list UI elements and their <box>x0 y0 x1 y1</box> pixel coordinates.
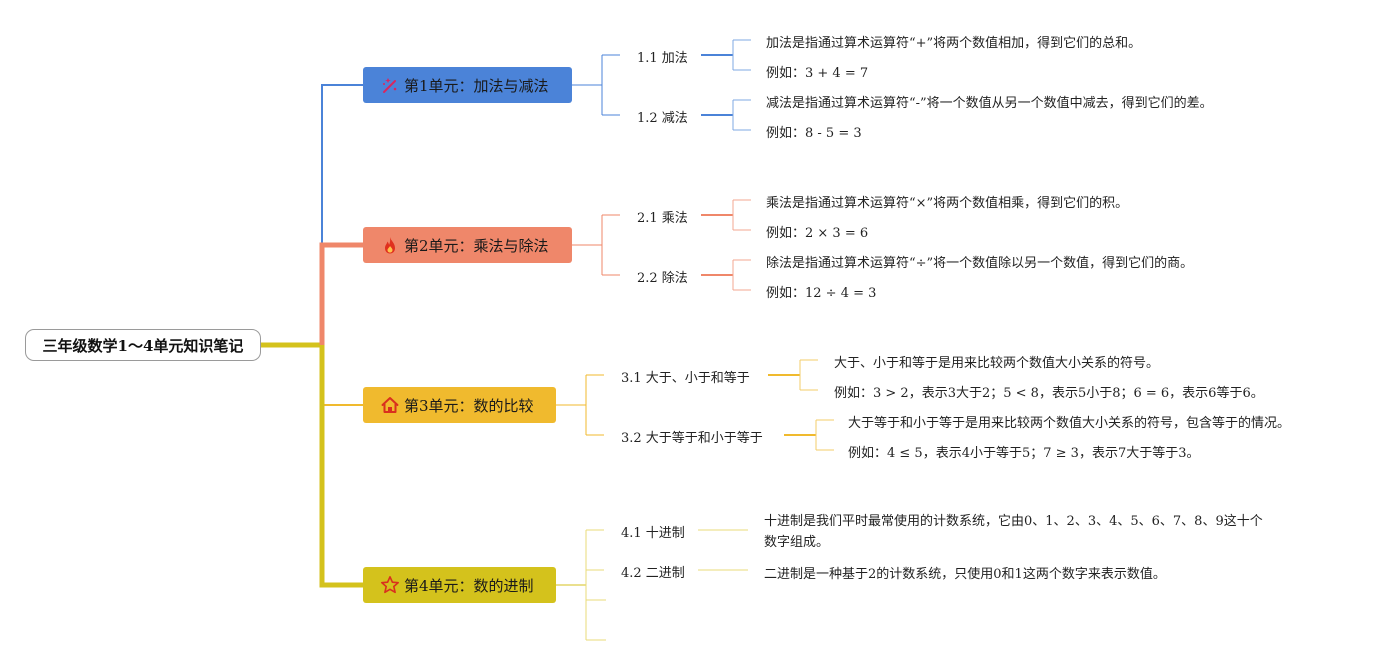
star-icon <box>380 575 400 595</box>
subtopic-2-2[interactable]: 2.2 除法 <box>637 271 688 286</box>
subtopic-1-2[interactable]: 1.2 减法 <box>637 111 688 126</box>
unit-3-title: 第3单元：数的比较 <box>404 396 534 415</box>
unit-1-title: 第1单元：加法与减法 <box>404 76 549 95</box>
unit-4-title: 第4单元：数的进制 <box>404 576 534 595</box>
subtopic-1-1[interactable]: 1.1 加法 <box>637 51 688 66</box>
unit-3-topic[interactable]: 第3单元：数的比较 <box>363 387 556 423</box>
leaf-3-1-definition[interactable]: 大于、小于和等于是用来比较两个数值大小关系的符号。 <box>834 356 1160 371</box>
root-topic[interactable]: 三年级数学1～4单元知识笔记 <box>25 329 261 361</box>
leaf-1-1-example[interactable]: 例如：3 + 4 = 7 <box>766 66 869 81</box>
unit-2-title: 第2单元：乘法与除法 <box>404 236 549 255</box>
fire-icon <box>380 235 400 255</box>
leaf-1-1-definition[interactable]: 加法是指通过算术运算符“+”将两个数值相加，得到它们的总和。 <box>766 36 1142 51</box>
subtopic-3-2[interactable]: 3.2 大于等于和小于等于 <box>621 431 763 446</box>
subtopic-4-1[interactable]: 4.1 十进制 <box>621 526 685 541</box>
leaf-1-2-example[interactable]: 例如：8 - 5 = 3 <box>766 126 862 141</box>
leaf-3-2-definition[interactable]: 大于等于和小于等于是用来比较两个数值大小关系的符号，包含等于的情况。 <box>848 416 1291 431</box>
leaf-2-2-definition[interactable]: 除法是指通过算术运算符“÷”将一个数值除以另一个数值，得到它们的商。 <box>766 256 1194 271</box>
subtopic-3-1[interactable]: 3.1 大于、小于和等于 <box>621 371 750 386</box>
leaf-4-1-definition[interactable]: 十进制是我们平时最常使用的计数系统，它由0、1、2、3、4、5、6、7、8、9这… <box>764 514 1263 550</box>
leaf-1-2-definition[interactable]: 减法是指通过算术运算符“-”将一个数值从另一个数值中减去，得到它们的差。 <box>766 96 1213 111</box>
leaf-4-2-definition[interactable]: 二进制是一种基于2的计数系统，只使用0和1这两个数字来表示数值。 <box>764 567 1166 582</box>
subtopic-4-2[interactable]: 4.2 二进制 <box>621 566 685 581</box>
unit-4-topic[interactable]: 第4单元：数的进制 <box>363 567 556 603</box>
magic-wand-icon <box>380 75 400 95</box>
leaf-3-2-example[interactable]: 例如：4 ≤ 5，表示4小于等于5；7 ≥ 3，表示7大于等于3。 <box>848 446 1200 461</box>
unit-1-topic[interactable]: 第1单元：加法与减法 <box>363 67 572 103</box>
house-icon <box>380 395 400 415</box>
subtopic-2-1[interactable]: 2.1 乘法 <box>637 211 688 226</box>
leaf-2-1-example[interactable]: 例如：2 × 3 = 6 <box>766 226 869 241</box>
leaf-2-1-definition[interactable]: 乘法是指通过算术运算符“×”将两个数值相乘，得到它们的积。 <box>766 196 1129 211</box>
unit-2-topic[interactable]: 第2单元：乘法与除法 <box>363 227 572 263</box>
leaf-3-1-example[interactable]: 例如：3 > 2，表示3大于2；5 < 8，表示5小于8；6 = 6，表示6等于… <box>834 386 1264 401</box>
leaf-2-2-example[interactable]: 例如：12 ÷ 4 = 3 <box>766 286 877 301</box>
